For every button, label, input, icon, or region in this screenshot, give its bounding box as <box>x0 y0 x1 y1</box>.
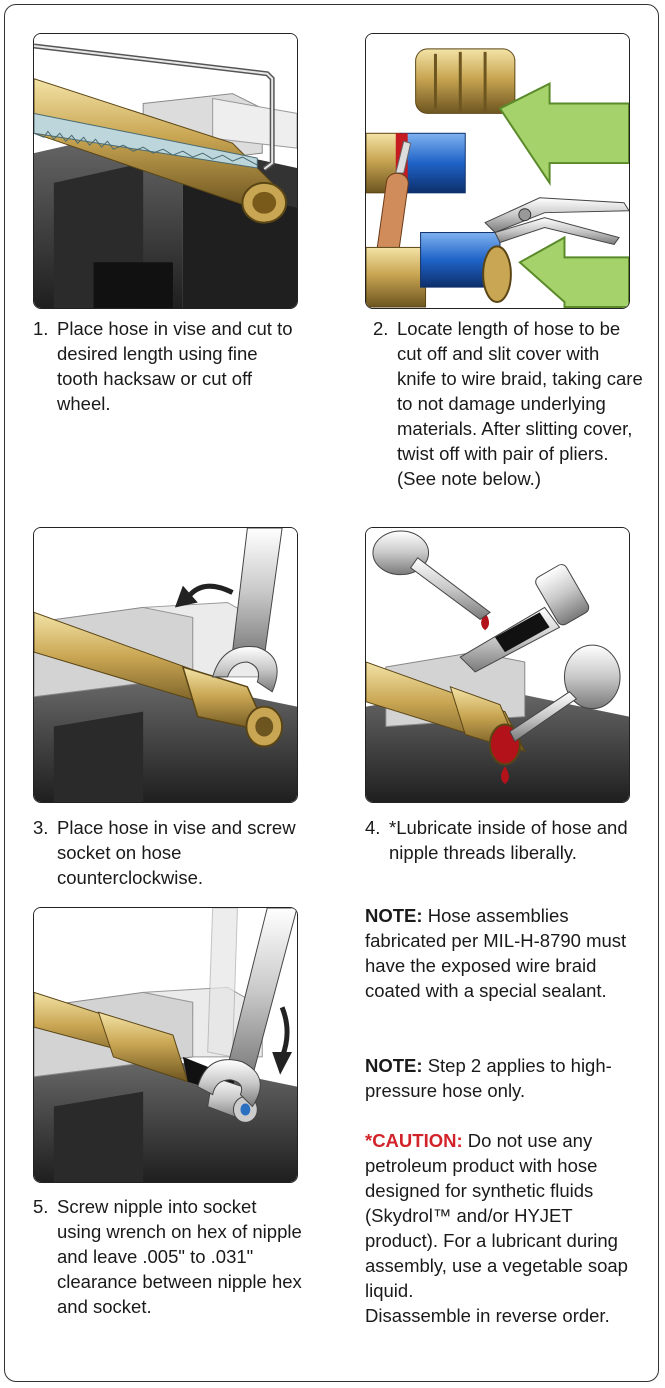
step5-illustration <box>33 907 298 1183</box>
caution-text: Do not use any petroleum product with ho… <box>365 1130 628 1301</box>
note-label: NOTE: <box>365 1055 423 1076</box>
caution-label: *CAUTION: <box>365 1130 463 1151</box>
step-3: 3. Place hose in vise and screw socket o… <box>33 815 303 890</box>
disassemble-note: Disassemble in reverse order. <box>365 1303 650 1328</box>
step-text: Place hose in vise and cut to desired le… <box>57 318 293 414</box>
step-5: 5. Screw nipple into socket using wrench… <box>33 1194 303 1319</box>
step-number: 2. <box>373 318 389 339</box>
step-4: 4. *Lubricate inside of hose and nipple … <box>365 815 650 865</box>
step1-illustration <box>33 33 298 309</box>
step-text: Place hose in vise and screw socket on h… <box>57 817 296 888</box>
footer-text: Disassemble in reverse order. <box>365 1305 610 1326</box>
step-number: 4. <box>365 817 381 838</box>
step-1: 1. Place hose in vise and cut to desired… <box>33 316 303 416</box>
note-text: Hose assemblies fabricated per MIL-H-879… <box>365 905 627 1001</box>
vise-hacksaw-graphic <box>34 34 297 308</box>
step-text: *Lubricate inside of hose and nipple thr… <box>389 817 628 863</box>
caution: *CAUTION: Do not use any petroleum produ… <box>365 1128 650 1303</box>
step-number: 5. <box>33 1196 49 1217</box>
step3-illustration <box>33 527 298 803</box>
note-text: Step 2 applies to high-pressure hose onl… <box>365 1055 612 1101</box>
note-step2: NOTE: Step 2 applies to high-pressure ho… <box>365 1053 650 1103</box>
step2-illustration <box>365 33 630 309</box>
step-2: 2. Locate length of hose to be cut off a… <box>373 316 643 491</box>
step-number: 3. <box>33 817 49 838</box>
socket-wrench-graphic <box>34 528 297 802</box>
note-label: NOTE: <box>365 905 423 926</box>
step-number: 1. <box>33 318 49 339</box>
note-mil-spec: NOTE: Hose assemblies fabricated per MIL… <box>365 903 650 1003</box>
step4-illustration <box>365 527 630 803</box>
page-frame <box>4 4 659 1382</box>
lubricate-graphic <box>366 528 629 802</box>
step-text: Screw nipple into socket using wrench on… <box>57 1196 302 1317</box>
nipple-wrench-graphic <box>34 908 297 1182</box>
step-text: Locate length of hose to be cut off and … <box>397 318 643 489</box>
slit-cover-graphic <box>366 34 629 308</box>
